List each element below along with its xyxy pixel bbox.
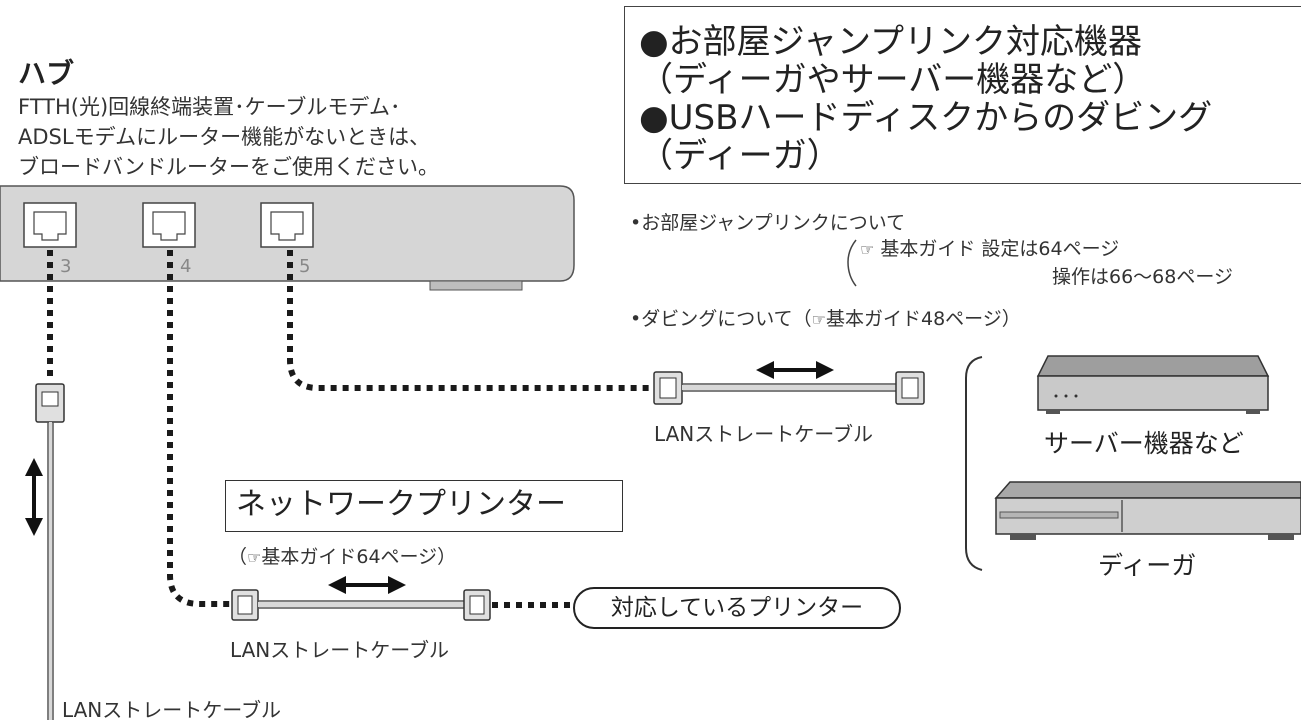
feature-usb-dubbing: ●USBハードディスクからのダビング: [639, 98, 1213, 138]
guide-hand-icon: ☞: [811, 310, 826, 329]
port-number-3: 3: [60, 256, 72, 277]
hub-port-3: [23, 202, 77, 248]
feature-usb-dubbing-diga: （ディーガ）: [639, 136, 841, 176]
feature-jump-link: ●お部屋ジャンプリンク対応機器: [639, 22, 1142, 62]
compatible-printer-label: 対応しているプリンター: [573, 587, 901, 629]
hub-description-line-1: FTTH(光)回線終端装置･ケーブルモデム･: [18, 95, 401, 119]
printer-cable: [231, 589, 491, 621]
server-cable: [653, 371, 925, 405]
printer-double-arrow: [328, 576, 406, 594]
diga-device-label: ディーガ: [1098, 551, 1197, 580]
port-number-5: 5: [299, 256, 311, 277]
printer-cable-label: LANストレートケーブル: [230, 638, 450, 662]
guide-hand-icon: ☞: [247, 548, 262, 567]
feature-box: ●お部屋ジャンプリンク対応機器 （ディーガやサーバー機器など） ●USBハードデ…: [624, 6, 1301, 184]
note-dubbing: •ダビングについて（☞基本ガイド48ページ）: [630, 308, 1021, 330]
network-printer-title: ネットワークプリンター: [225, 480, 623, 532]
server-cable-label: LANストレートケーブル: [654, 422, 874, 446]
hub-foot: [429, 280, 523, 291]
hub-description-line-3: ブロードバンドルーターをご使用ください。: [18, 155, 440, 179]
printer-guide-ref: （☞基本ガイド64ページ）: [228, 546, 457, 568]
guide-reference-bracket: [847, 239, 857, 287]
device-bracket: [965, 356, 983, 571]
guide-hand-icon: ☞: [860, 240, 875, 259]
server-device-label: サーバー機器など: [1044, 429, 1244, 458]
bottom-cable-label: LANストレートケーブル: [62, 698, 282, 722]
cable-port5-dotted: [287, 250, 652, 391]
note-guide-operation: 操作は66～68ページ: [1052, 266, 1233, 288]
diga-device-illustration: [994, 481, 1301, 540]
hub-description: FTTH(光)回線終端装置･ケーブルモデム･ ADSLモデムにルーター機能がない…: [18, 92, 439, 182]
note-jump-link: •お部屋ジャンプリンクについて: [630, 212, 906, 234]
connector-port3: [35, 383, 65, 423]
note-guide-setting: ☞ 基本ガイド 設定は64ページ: [860, 238, 1120, 260]
hub-description-line-2: ADSLモデムにルーター機能がないときは、: [18, 125, 431, 149]
hub-port-5: [260, 202, 314, 248]
cable-port4-dotted: [167, 250, 230, 607]
hub-title: ハブ: [18, 57, 75, 90]
server-double-arrow: [756, 361, 834, 379]
vertical-double-arrow: [25, 458, 43, 536]
port-number-4: 4: [180, 256, 192, 277]
hub-port-4: [142, 202, 196, 248]
server-device-illustration: [1036, 355, 1270, 414]
feature-jump-link-examples: （ディーガやサーバー機器など）: [639, 60, 1147, 100]
